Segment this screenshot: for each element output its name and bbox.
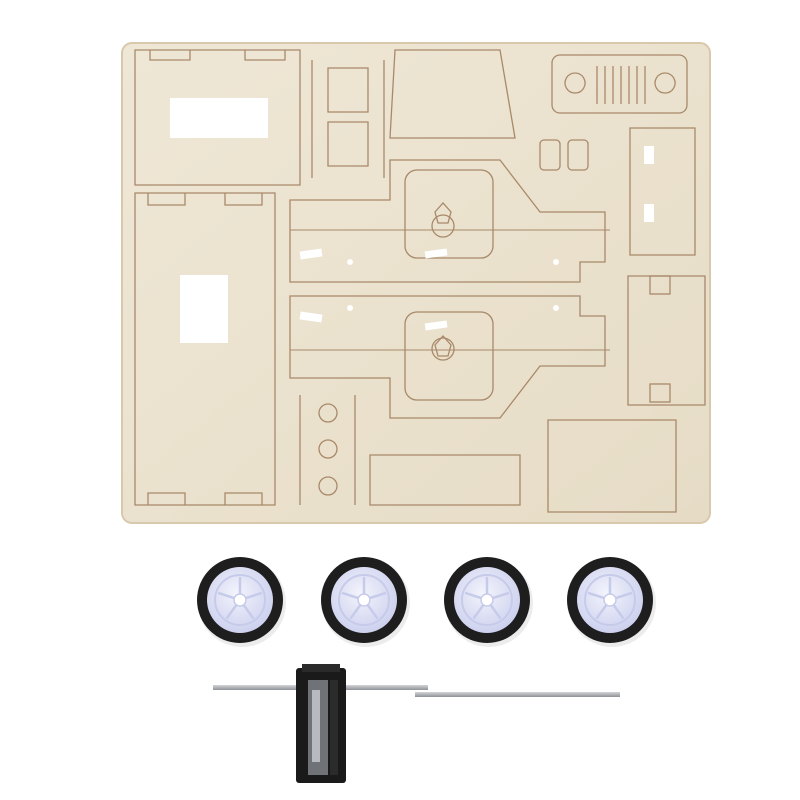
hub-spoke	[489, 604, 502, 620]
hub-spoke	[612, 604, 625, 620]
wheels-group	[197, 557, 656, 647]
hub-spoke	[217, 591, 235, 600]
axle-right	[415, 692, 620, 697]
hub-center	[603, 593, 617, 607]
wheel-3	[444, 557, 533, 647]
hub-spoke	[242, 604, 255, 620]
hub-spoke	[492, 591, 510, 600]
hub-rim	[338, 574, 390, 626]
motor-axle-assembly	[213, 664, 620, 783]
motor-body	[296, 664, 346, 783]
hub-spoke	[369, 591, 387, 600]
hub-rim	[214, 574, 266, 626]
hub-spoke	[615, 591, 633, 600]
cutout-holes	[170, 98, 654, 343]
hub-spoke	[245, 591, 263, 600]
hub-spoke	[464, 591, 482, 600]
hub-spoke	[341, 591, 359, 600]
hub-spoke	[349, 604, 362, 620]
hub-center	[480, 593, 494, 607]
hub-spoke	[587, 591, 605, 600]
hub-spoke	[225, 604, 238, 620]
cut-lines	[134, 49, 706, 513]
hub-center	[357, 593, 371, 607]
hub-rim	[461, 574, 513, 626]
hub-spoke	[595, 604, 608, 620]
wheel-1	[197, 557, 286, 647]
wheel-2	[321, 557, 410, 647]
hub-spoke	[366, 604, 379, 620]
hub-spoke	[472, 604, 485, 620]
hub-rim	[584, 574, 636, 626]
hub-center	[233, 593, 247, 607]
wooden-parts-sheet	[121, 42, 711, 524]
wheel-4	[567, 557, 656, 647]
